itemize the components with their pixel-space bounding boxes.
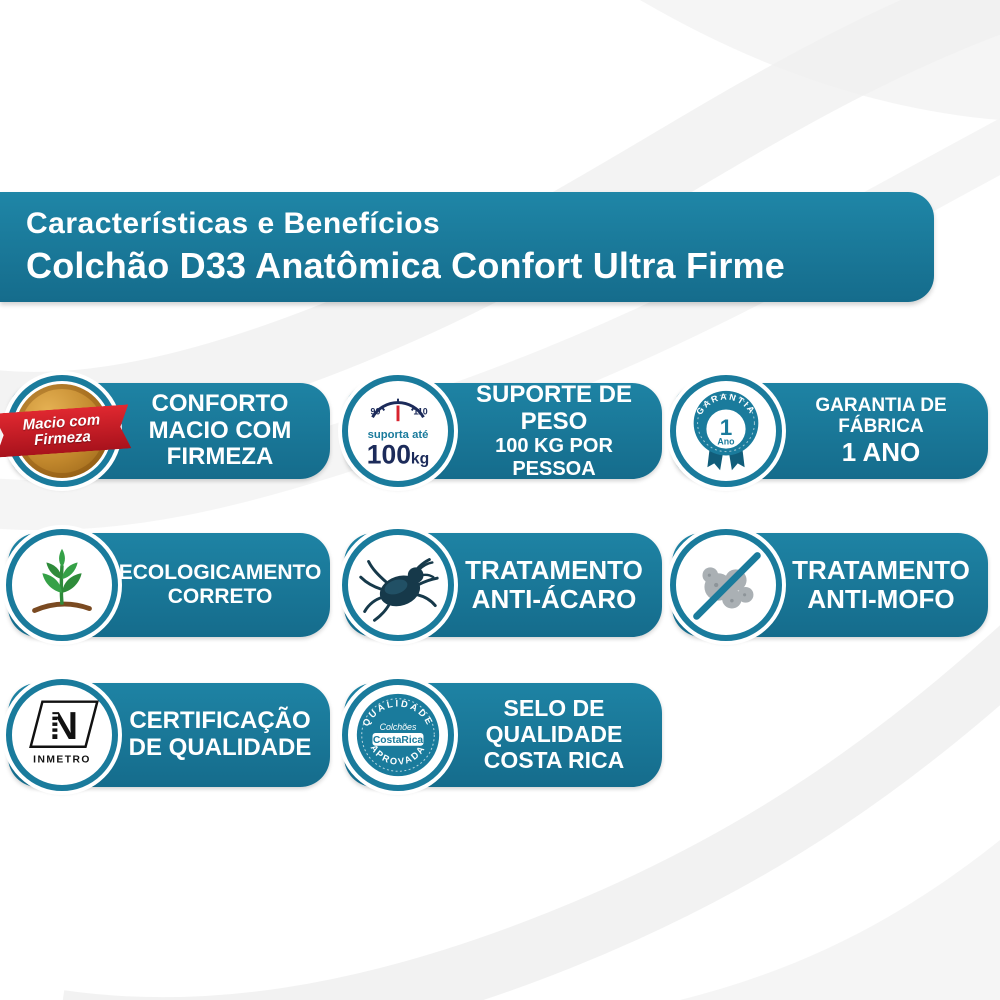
costa-rica-seal-badge: QUALIDADE APROVADA Colchões CostaRica (342, 679, 454, 791)
ribbon-banner-icon: Macio com Firmeza (0, 404, 131, 457)
feature-text: CONFORTO MACIO COM FIRMEZA (118, 383, 322, 479)
warranty-medal-badge: GARANTIA 1 Ano (670, 375, 782, 487)
feature-line: ECOLOGICAMENTO (118, 561, 322, 585)
feature-anti-acaro: TRATAMENTO ANTI-ÁCARO (342, 529, 662, 641)
feature-line: ANTI-MOFO (807, 584, 955, 614)
ribbon-text-line2: Firmeza (33, 428, 92, 449)
inmetro-badge: N INMETRO (6, 679, 118, 791)
dust-mite-icon (359, 558, 439, 622)
feature-suporte-peso: SUPORTE DE PESO 100 KG POR PESSOA 90 110… (342, 375, 662, 487)
feature-line: COSTA RICA (483, 746, 625, 773)
feature-text: TRATAMENTO ANTI-MOFO (782, 533, 980, 637)
feature-line: FIRMEZA (166, 443, 274, 471)
feature-text: CERTIFICAÇÃO DE QUALIDADE (118, 683, 322, 787)
feature-text: ECOLOGICAMENTO CORRETO (118, 533, 322, 637)
header-title: Colchão D33 Anatômica Confort Ultra Firm… (26, 245, 785, 286)
mold-prohibited-icon (693, 552, 761, 620)
feature-line: SELO DE (503, 695, 605, 722)
feature-garantia: GARANTIA DE FÁBRICA 1 ANO GARANTIA 1 Ano (670, 375, 988, 487)
feature-line: 1 ANO (841, 436, 921, 467)
feature-certificacao: CERTIFICAÇÃO DE QUALIDADE N INMETRO (6, 679, 330, 791)
feature-line: 100 KG POR PESSOA (495, 435, 613, 480)
feature-line: CERTIFICAÇÃO (129, 707, 311, 735)
feature-line: CONFORTO (151, 389, 289, 417)
feature-line: SUPORTE DE PESO (475, 380, 633, 435)
feature-text: GARANTIA DE FÁBRICA 1 ANO (782, 383, 980, 479)
weight-scale-icon: 90 110 suporta até 100kg (367, 398, 429, 469)
soft-firm-medal-badge: Macio com Firmeza (6, 375, 118, 487)
anti-mite-badge (342, 529, 454, 641)
dial-right-label: 110 (413, 406, 427, 416)
feature-line: TRATAMENTO (792, 554, 970, 585)
feature-line: QUALIDADE (485, 721, 623, 748)
feature-line: MACIO COM (148, 416, 292, 444)
warranty-number: 1 (720, 415, 733, 440)
scale-label: suporta até (368, 429, 429, 441)
feature-selo-costa-rica: SELO DE QUALIDADE COSTA RICA QUALIDADE A… (342, 679, 662, 791)
weight-scale-badge: 90 110 suporta até 100kg (342, 375, 454, 487)
feature-ecologico: ECOLOGICAMENTO CORRETO (6, 529, 330, 641)
costa-rica-quality-seal-icon: QUALIDADE APROVADA Colchões CostaRica (356, 693, 440, 777)
feature-line: ANTI-ÁCARO (471, 584, 637, 614)
seal-brand-line1: Colchões (380, 722, 417, 732)
header-subtitle: Características e Benefícios (26, 207, 441, 240)
feature-text: SUPORTE DE PESO 100 KG POR PESSOA (454, 380, 654, 480)
warranty-unit: Ano (717, 437, 735, 447)
inmetro-certification-icon: N INMETRO (29, 700, 99, 765)
feature-line: GARANTIA DE FÁBRICA (815, 395, 947, 438)
seal-brand-line2: CostaRica (373, 735, 424, 746)
feature-line: TRATAMENTO (465, 554, 643, 585)
anti-mold-badge (670, 529, 782, 641)
inmetro-label: INMETRO (33, 754, 91, 765)
feature-conforto: CONFORTO MACIO COM FIRMEZA Macio com Fir… (8, 375, 330, 487)
plant-icon (32, 548, 92, 613)
scale-value: 100kg (367, 439, 429, 469)
eco-badge (6, 529, 118, 641)
header-banner: Características e Benefícios Colchão D33… (0, 192, 934, 302)
warranty-medal-icon: GARANTIA 1 Ano (693, 390, 759, 471)
feature-line: DE QUALIDADE (128, 734, 312, 761)
feature-line: CORRETO (167, 585, 273, 608)
feature-text: TRATAMENTO ANTI-ÁCARO (454, 533, 654, 637)
dial-left-label: 90 (371, 406, 381, 416)
feature-anti-mofo: TRATAMENTO ANTI-MOFO (670, 529, 988, 641)
feature-text: SELO DE QUALIDADE COSTA RICA (454, 683, 654, 787)
